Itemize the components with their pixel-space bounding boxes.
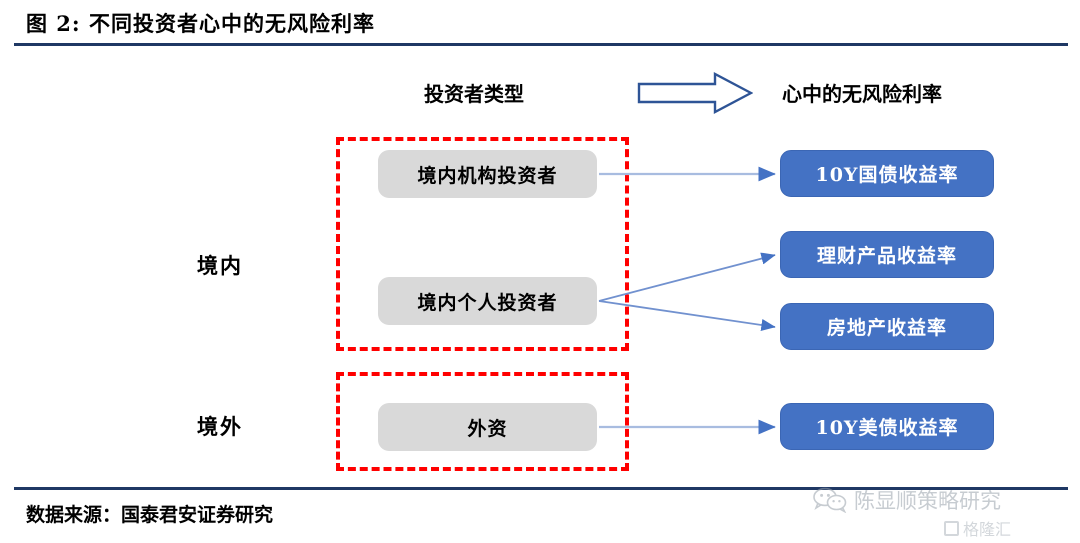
column-header-risk-free-rate: 心中的无风险利率 — [782, 82, 942, 106]
risk-free-rate-box-wealth-management[interactable]: 理财产品收益率 — [780, 231, 994, 278]
column-header-investor-type: 投资者类型 — [424, 82, 524, 106]
page-title: 图 2: 不同投资者心中的无风险利率 — [26, 11, 375, 36]
watermark-gelonghui-text: 格隆汇 — [963, 520, 1012, 539]
investor-type-box-domestic-institutional[interactable]: 境内机构投资者 — [378, 150, 597, 198]
gelonghui-logo-icon — [944, 520, 959, 536]
watermark-wechat-text: 陈显顺策略研究 — [854, 489, 1001, 513]
investor-type-box-foreign-capital[interactable]: 外资 — [378, 403, 597, 451]
block-arrow-right-icon — [637, 71, 754, 115]
watermark-gelonghui: 格隆汇 — [944, 516, 1011, 540]
risk-free-rate-box-cgb-10y[interactable]: 10Y国债收益率 — [780, 150, 994, 197]
investor-type-box-domestic-individual[interactable]: 境内个人投资者 — [378, 277, 597, 325]
risk-free-rate-box-real-estate[interactable]: 房地产收益率 — [780, 303, 994, 350]
row-label-overseas: 境外 — [197, 414, 243, 439]
group-box-overseas — [336, 372, 629, 471]
group-box-domestic — [336, 137, 629, 351]
watermark-wechat: 陈显顺策略研究 — [812, 485, 1001, 515]
risk-free-rate-box-ust-10y[interactable]: 10Y美债收益率 — [780, 403, 994, 450]
title-divider — [14, 43, 1068, 46]
source-note: 数据来源：国泰君安证券研究 — [26, 504, 274, 526]
source-divider — [14, 487, 1068, 490]
row-label-domestic: 境内 — [197, 253, 243, 278]
wechat-icon — [813, 487, 847, 513]
